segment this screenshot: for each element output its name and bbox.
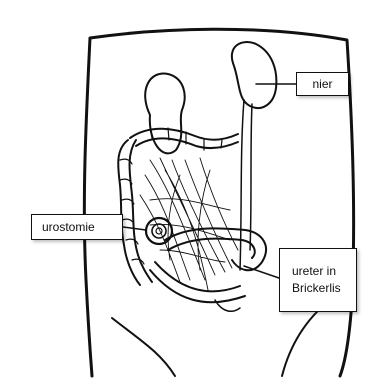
mesentery <box>140 158 238 290</box>
stoma-inner <box>152 224 166 238</box>
leader-ureter <box>244 266 279 278</box>
label-ureter-in-brickerlis: ureter in Brickerlis <box>279 248 357 312</box>
label-ureter-line1: ureter in <box>292 263 341 280</box>
label-ureter-line2: Brickerlis <box>292 280 341 297</box>
kidney-right <box>232 42 277 108</box>
small-bowel-lower <box>150 262 245 302</box>
label-urostomie: urostomie <box>31 214 123 240</box>
label-nier-text: nier <box>312 77 332 91</box>
colon-ascending <box>118 140 152 285</box>
label-nier: nier <box>296 72 349 96</box>
label-urostomie-text: urostomie <box>42 220 95 234</box>
